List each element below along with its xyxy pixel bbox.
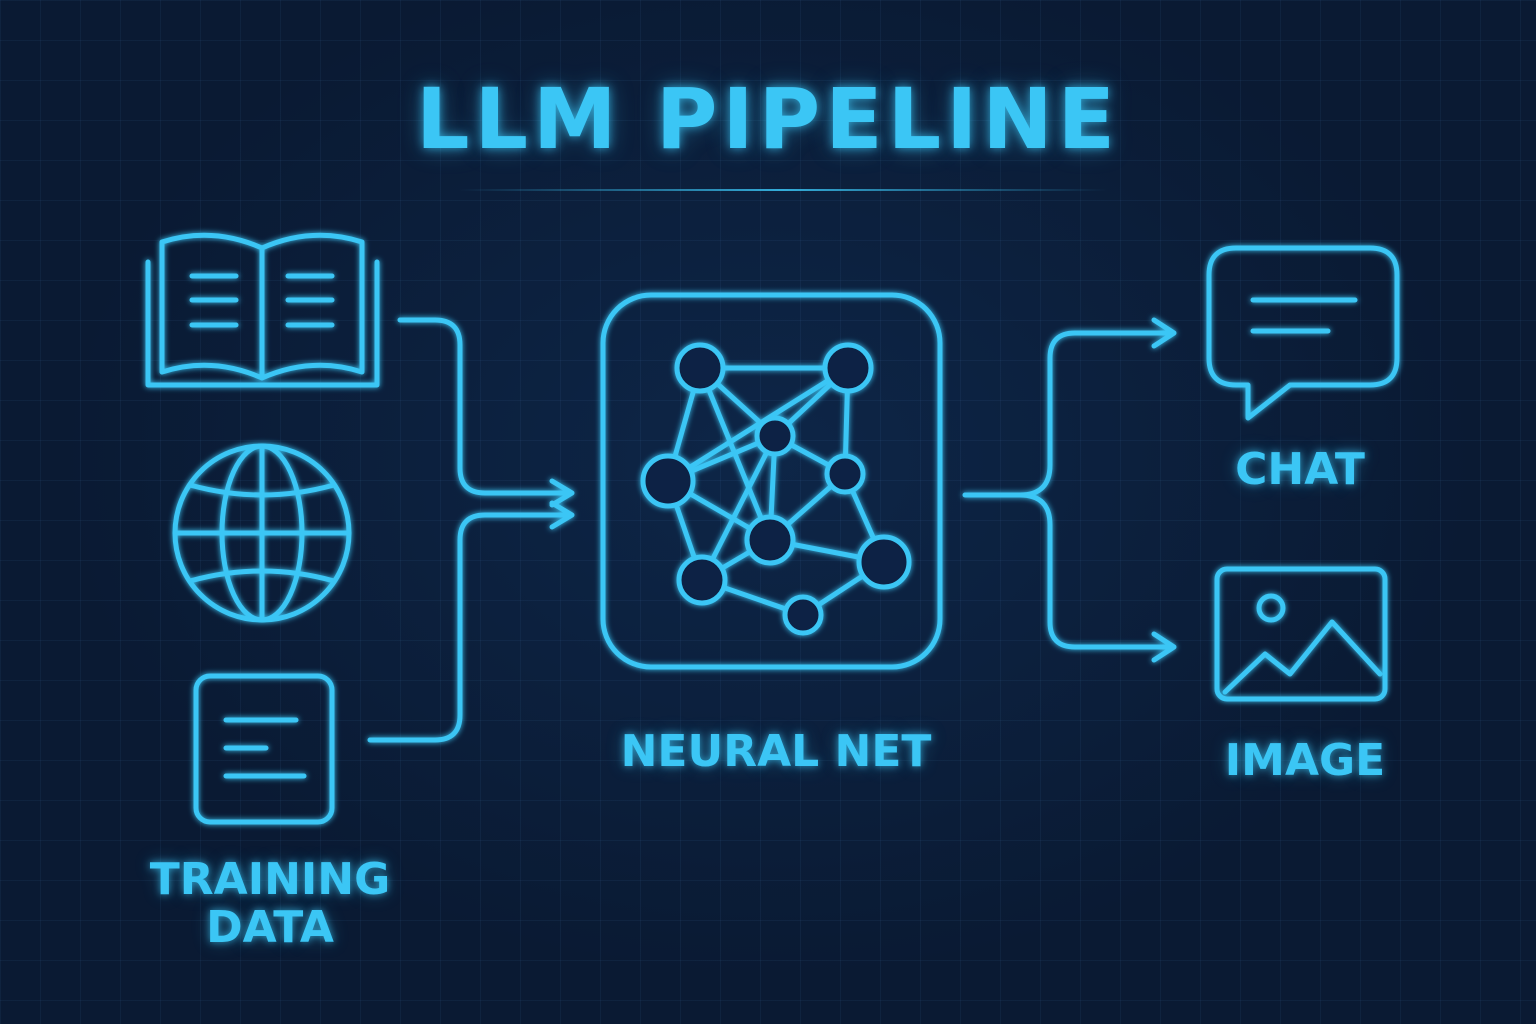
- title-divider: [458, 189, 1108, 191]
- document-connector: [367, 512, 573, 743]
- input-arrowhead-bottom: [549, 500, 575, 530]
- neural-net-label: NEURAL NET: [620, 726, 932, 777]
- globe-icon: [172, 443, 352, 623]
- book-connector: [397, 317, 573, 496]
- diagram-title: LLM PIPELINE: [415, 70, 1121, 168]
- chat-connector: [1017, 330, 1175, 498]
- book-icon: [145, 232, 380, 388]
- document-icon: [193, 673, 335, 825]
- training-label-line1: TRAINING: [149, 854, 391, 905]
- image-arrowhead: [1151, 631, 1177, 663]
- chat-arrowhead: [1151, 317, 1177, 349]
- image-icon: [1214, 566, 1388, 702]
- input-arrowhead-top: [549, 478, 575, 508]
- chat-label: CHAT: [1235, 444, 1365, 495]
- image-connector: [1017, 492, 1175, 650]
- chat-bubble-icon: [1206, 245, 1400, 421]
- training-label-line2: DATA: [206, 901, 334, 953]
- neural-network-icon: [600, 292, 943, 670]
- training-data-label: TRAINING DATA: [120, 856, 420, 951]
- image-label: IMAGE: [1224, 735, 1386, 786]
